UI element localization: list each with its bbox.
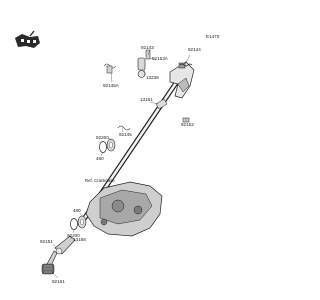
circlip-480-lower (70, 218, 78, 230)
shift-mechanism-arm (169, 61, 195, 99)
label-480-upper: 480 (96, 156, 104, 161)
label-92152: 92152 (181, 122, 194, 127)
spring-92145a (103, 63, 117, 74)
crankcase-reference (85, 181, 163, 237)
shift-pedal (41, 235, 76, 275)
oil-seal-92200-upper (106, 138, 116, 152)
spring-92145 (117, 125, 131, 131)
parts-diagram: E1470 (15, 30, 220, 284)
label-92145: 92145 (119, 132, 132, 137)
pin-92143 (145, 49, 151, 60)
oil-seal-92200-lower (77, 215, 87, 229)
page-code: E1470 (206, 34, 220, 39)
shaft-guide-13161 (155, 98, 168, 110)
spring-92144 (179, 63, 193, 67)
label-92161: 92161 (52, 279, 65, 284)
shift-pedal-icon (15, 30, 40, 48)
label-92153a: 92153A (152, 56, 169, 61)
ref-crankcase-note: Ref. Crankcase (85, 178, 115, 183)
label-13236: 13236 (146, 75, 159, 80)
label-92200-upper: 92200 (96, 135, 109, 140)
label-13168: 13168 (73, 237, 86, 242)
circlip-480-upper (99, 141, 107, 153)
label-92144: 92144 (188, 47, 201, 52)
label-92145a: 92145A (103, 83, 120, 88)
label-480-lower: 480 (73, 208, 81, 213)
label-92151: 92151 (40, 239, 53, 244)
collar-13236 (137, 57, 146, 78)
label-92143: 92143 (141, 45, 154, 50)
label-92200-lower: 92200 (67, 233, 80, 238)
label-13161: 13161 (140, 97, 153, 102)
exploded-view: E1470 (15, 30, 220, 284)
leader-lines (51, 49, 191, 279)
